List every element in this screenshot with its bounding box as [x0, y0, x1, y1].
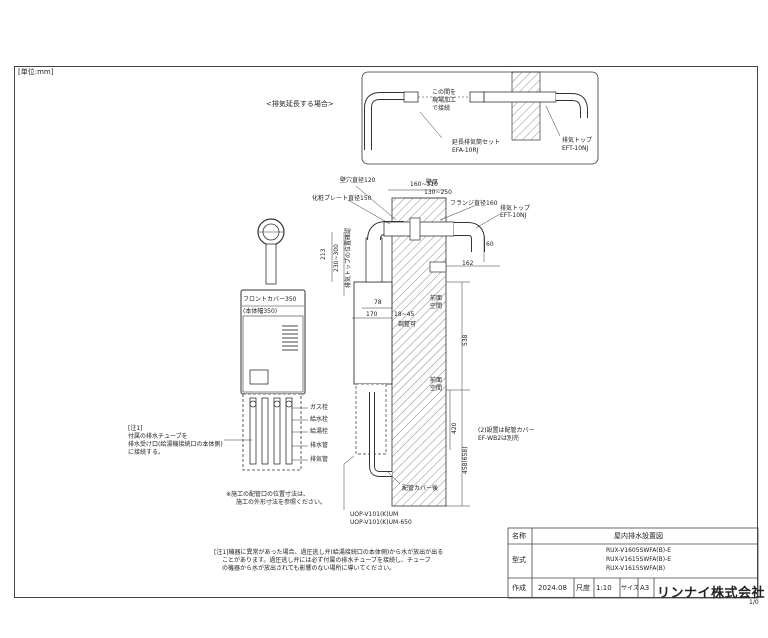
tb-model-label: 型式 — [512, 556, 526, 564]
detail-note-2: 現場加工 — [432, 97, 457, 104]
side-space-1b: 空間 — [430, 303, 443, 310]
connection-hot-water: 給湯栓 — [310, 428, 329, 435]
front-view — [224, 218, 308, 471]
unit-label: [単位:mm] — [18, 68, 54, 76]
dim-130-250: 130~250 — [424, 189, 452, 196]
note1-line-3: 排水受け口(給湯機接続口の本体側) — [128, 441, 223, 448]
pipe-cover-notice-2: EF-WB2は別売 — [478, 435, 520, 442]
title-block — [507, 527, 759, 599]
connection-water-in: 給水栓 — [310, 416, 329, 423]
note1-line-4: に接続する。 — [128, 449, 165, 456]
dim-162: 162 — [462, 260, 474, 267]
side-space-1: 前面 — [430, 295, 443, 302]
extension-detail — [361, 71, 599, 165]
detail-note-1: この間を — [432, 89, 457, 96]
tb-model-3: RUX-V1615SWFA(B) — [606, 565, 666, 572]
pipe-cover-rear-label: 配管カバー後 — [402, 485, 439, 492]
extension-set-label: 延長排気筒セット — [452, 139, 501, 146]
tb-scale-value: 1:10 — [596, 584, 612, 592]
detail-vent-top-model: EFT-10NJ — [562, 145, 589, 152]
bottom-note-2: ことがあります。過圧逃し弁には必ず付属の排水チューブを接続し、チューブ — [222, 557, 431, 564]
wall-hole-label: 壁穴直径120 — [340, 177, 376, 184]
top-gap-note: 排気トップの位置確認 — [345, 227, 352, 288]
detail-wall — [511, 71, 541, 141]
connection-drain: 排水管 — [310, 442, 329, 449]
dim-458-658: 458(658) — [462, 446, 469, 474]
cover-model-1: UOP-V101(K)UM — [350, 511, 399, 518]
tb-made-value: 2024.08 — [538, 584, 567, 592]
detail-title: <排気延長する場合> — [266, 100, 334, 108]
wall-thickness-label: 壁厚 — [426, 179, 439, 186]
front-cover-label: フロントカバー350 — [243, 296, 297, 303]
extension-set-model: EFA-10RJ — [452, 147, 479, 154]
dim-60: 60 — [486, 241, 494, 248]
tb-name-value: 屋内排水設置図 — [614, 532, 663, 540]
dim-230-300: 230~300 — [333, 244, 340, 272]
heater-side-body — [353, 281, 393, 385]
side-space-2: 前面 — [430, 377, 443, 384]
bottom-note-1: [注1]機器に異常があった場合、過圧逃し弁(給湯接続口の本体側)から水が放出が出… — [214, 549, 444, 556]
vent-top-model: EFT-10NJ — [500, 212, 527, 219]
dim-160-310: 160~310 — [410, 181, 438, 188]
note1-line-2: 付属の排水チューブを — [128, 433, 188, 440]
dim-538: 538 — [462, 334, 469, 346]
adjustable-label: 調整可 — [398, 321, 417, 328]
vent-top-label: 排気トップ — [500, 205, 531, 212]
tb-scale-label: 尺度 — [576, 584, 590, 592]
page-code: 1/0 — [749, 599, 759, 606]
cover-model-2: UOP-V101(K)UM-650 — [350, 519, 412, 526]
drawing-frame — [14, 66, 758, 598]
detail-vent-top-label: 排気トップ — [562, 137, 593, 144]
piping-note-1: ※施工の配管口の位置寸法は、 — [226, 491, 310, 498]
dim-78: 78 — [374, 299, 382, 306]
tb-model-1: RUX-V1605SWFA(B)-E — [606, 547, 672, 554]
side-space-2b: 空間 — [430, 385, 443, 392]
bottom-note-3: の機器から水が放出されても影響のない場所に導いてください。 — [222, 565, 396, 572]
tb-model-2: RUX-V1615SWFA(B)-E — [606, 556, 672, 563]
connection-gas: ガス栓 — [310, 404, 329, 411]
connection-exhaust: 排気管 — [310, 456, 329, 463]
company-logo: リンナイ株式会社 — [657, 586, 766, 601]
tb-made-label: 作成 — [512, 584, 526, 592]
wall-section — [391, 197, 447, 507]
dim-213: 213 — [320, 248, 327, 260]
dim-18-45: 18~45 — [394, 311, 415, 318]
dim-420: 420 — [451, 422, 458, 434]
body-width-label: (本体幅350) — [243, 308, 278, 315]
flange-label: フランジ直径160 — [450, 200, 498, 207]
piping-note-2: 施工の外形寸法を参照ください。 — [236, 499, 327, 506]
tb-name-label: 名称 — [512, 532, 526, 540]
detail-box — [361, 71, 599, 165]
detail-note-3: で接続 — [432, 105, 451, 112]
dim-170: 170 — [366, 311, 378, 318]
note1-line-1: [注1] — [128, 425, 143, 432]
tb-size-label: サイズ — [621, 585, 639, 592]
tb-size-value: A3 — [640, 584, 650, 592]
side-view — [331, 185, 501, 510]
pipe-cover-notice-1: (2)設置は配管カバー — [478, 427, 535, 434]
trim-plate-label: 化粧プレート直径150 — [312, 195, 372, 202]
